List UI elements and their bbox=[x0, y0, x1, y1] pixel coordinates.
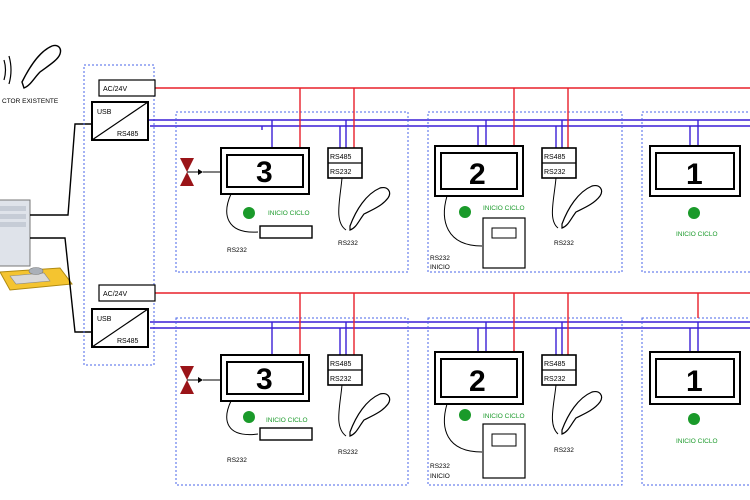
scanner-rs232: RS232 bbox=[554, 447, 574, 454]
inicio-ciclo-label: INICIO CICLO bbox=[483, 413, 525, 420]
scanner-icon bbox=[349, 393, 391, 437]
module-rs232: RS232 bbox=[544, 376, 566, 383]
scanner-rs232: RS232 bbox=[554, 240, 574, 247]
row-2: AC/24V USB RS485 3 RS485 RS232 RS232 INI… bbox=[91, 284, 750, 486]
existing-reader-caption: CTOR EXISTENTE bbox=[2, 98, 59, 105]
rs232-label: RS232 bbox=[430, 255, 450, 262]
valve-icon bbox=[180, 366, 203, 394]
converter-usb-label: USB bbox=[97, 316, 112, 323]
unit-number-2: 2 bbox=[469, 365, 486, 398]
status-led bbox=[243, 411, 255, 423]
scanner-icon bbox=[349, 187, 391, 231]
inicio-ciclo-label: INICIO CICLO bbox=[676, 438, 718, 445]
existing-reader: CTOR EXISTENTE bbox=[2, 44, 62, 105]
scanner-rs232: RS232 bbox=[338, 240, 358, 247]
row-1: AC/24V USB RS485 3 RS485 RS232 bbox=[91, 79, 750, 273]
rs232-label: RS232 bbox=[227, 247, 247, 254]
pc-connections bbox=[30, 123, 92, 333]
module-rs485: RS485 bbox=[330, 154, 352, 161]
barcode-scanner-icon bbox=[21, 44, 62, 89]
inicio-label: INICIO bbox=[430, 264, 450, 271]
scanner-rs232: RS232 bbox=[338, 449, 358, 456]
inicio-ciclo-label: INICIO CICLO bbox=[676, 231, 718, 238]
module-rs232: RS232 bbox=[330, 169, 352, 176]
card-terminal-icon bbox=[482, 423, 526, 479]
module-rs485: RS485 bbox=[330, 361, 352, 368]
unit-number-1: 1 bbox=[686, 365, 703, 398]
inicio-label: INICIO bbox=[430, 473, 450, 480]
rs232-label: RS232 bbox=[227, 457, 247, 464]
unit-number-1: 1 bbox=[686, 158, 703, 191]
status-led bbox=[688, 413, 700, 425]
status-led bbox=[688, 207, 700, 219]
module-rs232: RS232 bbox=[544, 169, 566, 176]
converter-rs485-label: RS485 bbox=[117, 131, 139, 138]
ac-label: AC/24V bbox=[103, 86, 127, 93]
inicio-ciclo-label: INICIO CICLO bbox=[268, 210, 310, 217]
unit-number-2: 2 bbox=[469, 158, 486, 191]
status-led bbox=[459, 409, 471, 421]
unit-number-3: 3 bbox=[256, 363, 273, 396]
module-rs232: RS232 bbox=[330, 376, 352, 383]
valve-icon bbox=[180, 158, 203, 186]
scanner-icon bbox=[561, 391, 603, 435]
converter-rack bbox=[83, 64, 155, 366]
status-led bbox=[243, 207, 255, 219]
status-led bbox=[459, 206, 471, 218]
module-rs485: RS485 bbox=[544, 361, 566, 368]
card-terminal-icon bbox=[482, 217, 526, 269]
converter-usb-label: USB bbox=[97, 109, 112, 116]
module-rs485: RS485 bbox=[544, 154, 566, 161]
inicio-ciclo-label: INICIO CICLO bbox=[266, 417, 308, 424]
converter-rs485-label: RS485 bbox=[117, 338, 139, 345]
ac-label: AC/24V bbox=[103, 291, 127, 298]
computer-icon bbox=[0, 199, 73, 291]
rs232-label: RS232 bbox=[430, 463, 450, 470]
scanner-icon bbox=[561, 185, 603, 229]
inicio-ciclo-label: INICIO CICLO bbox=[483, 205, 525, 212]
unit-number-3: 3 bbox=[256, 156, 273, 189]
